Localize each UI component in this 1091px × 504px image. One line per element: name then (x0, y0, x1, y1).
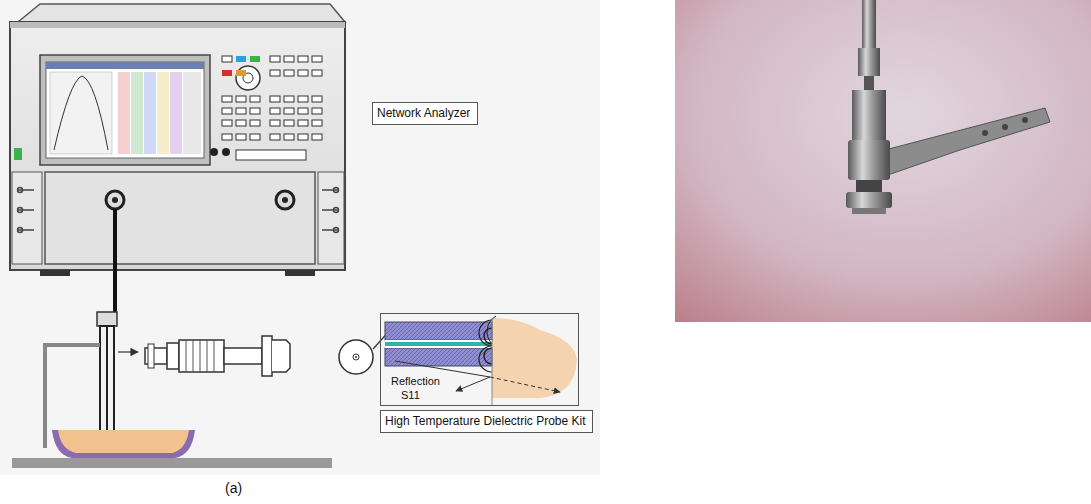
label-box: High Temperature Dielectric Probe Kit (380, 410, 593, 433)
node-text: Network Analyzer (373, 103, 477, 123)
node-text: Reflection (391, 376, 440, 387)
figure-caption: (a) (225, 480, 242, 496)
node-text: S11 (401, 390, 420, 401)
node-text: High Temperature Dielectric Probe Kit (381, 411, 592, 431)
label-box: Network Analyzer (372, 102, 478, 125)
inset-box: ReflectionS11 (380, 313, 579, 406)
